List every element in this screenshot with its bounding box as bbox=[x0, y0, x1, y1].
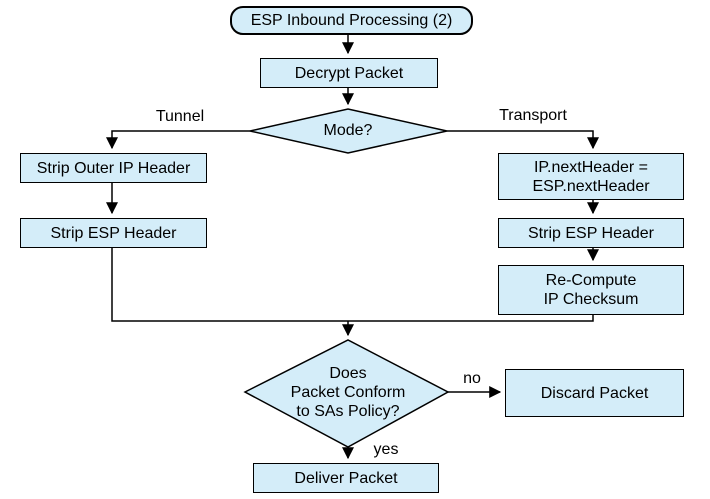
recompute-ip-checksum-node: Re-Compute IP Checksum bbox=[498, 265, 684, 315]
strip-esp-header-transport-node: Strip ESP Header bbox=[498, 218, 684, 248]
discard-packet-node: Discard Packet bbox=[505, 369, 684, 417]
merge-line-right bbox=[348, 315, 594, 322]
mode-decision-label: Mode? bbox=[323, 122, 373, 139]
deliver-packet-node: Deliver Packet bbox=[253, 463, 439, 493]
decision-shapes bbox=[243, 108, 450, 448]
connector-lines bbox=[106, 35, 599, 460]
transport-branch-label: Transport bbox=[499, 107, 567, 124]
tunnel-branch-label: Tunnel bbox=[155, 108, 205, 125]
start-node: ESP Inbound Processing (2) bbox=[230, 6, 473, 35]
mode-diamond-shape bbox=[249, 108, 448, 154]
arrow-mode-transport bbox=[447, 130, 599, 150]
no-branch-label: no bbox=[463, 370, 481, 387]
ip-nextheader-assignment-node: IP.nextHeader = ESP.nextHeader bbox=[498, 153, 684, 200]
merge-line-left bbox=[111, 248, 348, 322]
arrow-mode-tunnel bbox=[106, 130, 250, 150]
policy-decision-label: Does Packet Conform to SAs Policy? bbox=[290, 365, 406, 420]
strip-outer-ip-header-node: Strip Outer IP Header bbox=[20, 153, 207, 183]
decrypt-packet-node: Decrypt Packet bbox=[260, 58, 438, 88]
strip-esp-header-tunnel-node: Strip ESP Header bbox=[20, 218, 207, 248]
policy-diamond-shape bbox=[243, 339, 450, 448]
yes-branch-label: yes bbox=[373, 441, 399, 458]
